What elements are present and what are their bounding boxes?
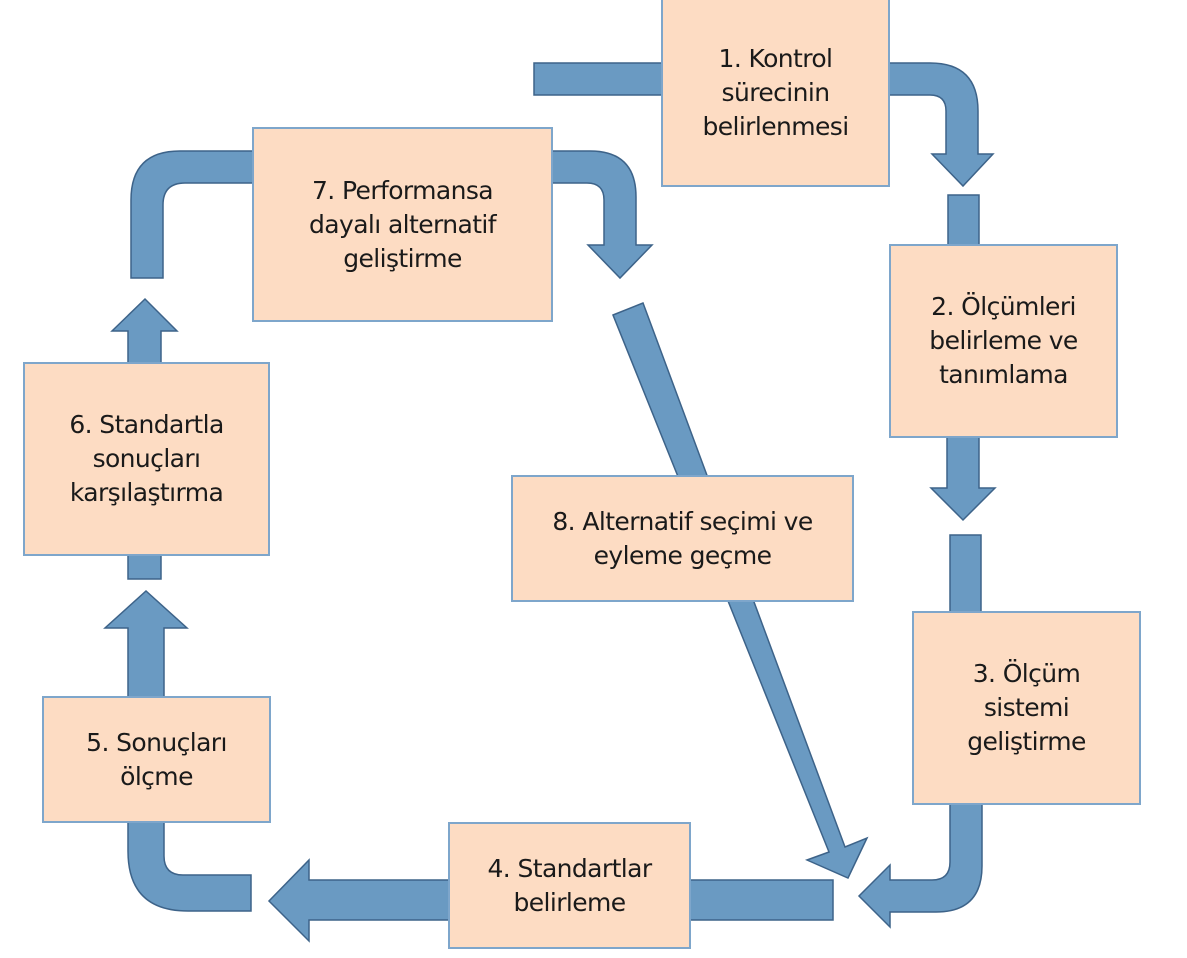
step-5-box: 5. Sonuçları ölçme <box>42 696 271 823</box>
arrow-step-1-to-2 <box>879 62 995 188</box>
step-2-label: 2. Ölçümleri belirleme ve tanımlama <box>929 292 1078 389</box>
step-8-box: 8. Alternatif seçimi ve eyleme geçme <box>511 475 854 602</box>
connector-into-step-7 <box>130 150 261 279</box>
step-7-box: 7. Performansa dayalı alternatif gelişti… <box>252 127 553 322</box>
connector-into-step-3 <box>949 534 982 619</box>
arrow-step-3-to-4 <box>857 797 983 929</box>
arrow-step-4-to-5 <box>267 858 456 943</box>
step-7-label: 7. Performansa dayalı alternatif gelişti… <box>309 175 497 273</box>
connector-bar-into-step-1 <box>533 62 671 96</box>
step-5-label: 5. Sonuçları ölçme <box>86 727 227 791</box>
connector-into-step-5 <box>127 814 252 912</box>
step-3-label: 3. Ölçüm sistemi geliştirme <box>967 659 1086 756</box>
step-6-label: 6. Standartla sonuçları karşılaştırma <box>69 410 224 507</box>
step-4-label: 4. Standartlar belirleme <box>487 853 652 917</box>
connector-into-step-4 <box>684 879 834 921</box>
step-1-label: 1. Kontrol sürecinin belirlenmesi <box>702 43 849 141</box>
connector-into-step-2 <box>947 194 980 251</box>
step-4-box: 4. Standartlar belirleme <box>448 822 691 949</box>
arrow-step-5-to-6 <box>103 589 189 704</box>
arrow-step-2-to-3 <box>929 429 997 522</box>
step-1-box: 1. Kontrol sürecinin belirlenmesi <box>661 0 890 187</box>
step-3-box: 3. Ölçüm sistemi geliştirme <box>912 611 1141 805</box>
arrow-step-7-to-8 <box>544 150 654 280</box>
arrow-step-6-to-7 <box>110 297 179 369</box>
step-2-box: 2. Ölçümleri belirleme ve tanımlama <box>889 244 1118 438</box>
step-6-box: 6. Standartla sonuçları karşılaştırma <box>23 362 270 556</box>
step-8-label: 8. Alternatif seçimi ve eyleme geçme <box>552 506 813 570</box>
